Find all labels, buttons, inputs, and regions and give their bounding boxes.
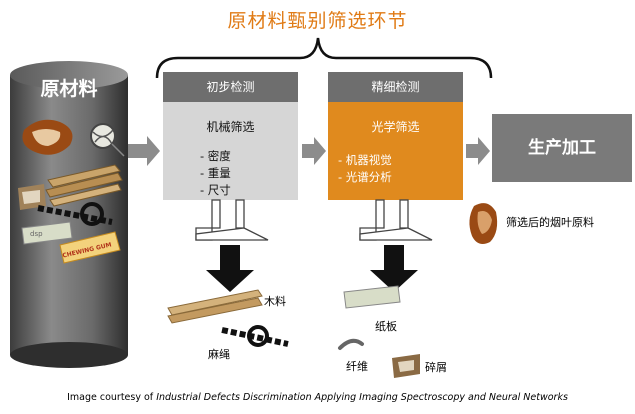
stage2-items: - 机器视觉 - 光谱分析	[338, 152, 392, 186]
reject-wood-label: 木料	[264, 295, 286, 308]
arrow-stage2-to-production	[466, 137, 490, 165]
rejected-wood-icon	[167, 289, 263, 324]
stage1-item: - 尺寸	[200, 183, 231, 197]
stage2-title: 光学筛选	[371, 120, 420, 134]
stage2-header: 精细检测	[371, 80, 420, 94]
twine-ball-icon	[90, 123, 125, 157]
image-caption: Image courtesy of Industrial Defects Dis…	[0, 392, 635, 403]
reject-debris-label: 碎屑	[425, 361, 447, 374]
debris-icon	[18, 184, 46, 210]
stage1-hopper	[195, 199, 269, 241]
leaf-sample-icon	[22, 119, 73, 155]
paper-scrap-icon: dsp	[21, 221, 73, 245]
stage2-hopper	[359, 199, 433, 241]
stage1-title: 机械筛选	[206, 120, 255, 134]
title-brace	[155, 37, 493, 79]
svg-text:dsp: dsp	[30, 230, 43, 238]
stage2-item: - 光谱分析	[338, 170, 392, 184]
rejected-rope-icon	[221, 325, 289, 347]
raw-material-label: 原材料	[40, 78, 98, 100]
gum-wrapper-icon	[59, 231, 121, 264]
stage1-down-arrow	[206, 245, 254, 292]
stage1-item: - 密度	[200, 149, 231, 163]
rejected-debris-icon	[392, 354, 420, 378]
reject-paper-label: 纸板	[375, 320, 397, 333]
wood-sticks-icon	[45, 164, 123, 207]
stage1-body	[163, 102, 298, 200]
stage1-item: - 重量	[200, 166, 231, 180]
rejected-paper-icon	[343, 285, 401, 309]
stage2-down-arrow	[370, 245, 418, 292]
reject-fiber-label: 纤维	[346, 360, 368, 373]
output-leaf-icon	[469, 203, 498, 244]
arrow-stage1-to-stage2	[302, 137, 326, 165]
output-label: 筛选后的烟叶原料	[506, 216, 594, 229]
stage2-header-bg	[328, 72, 463, 102]
caption-source: Industrial Defects Discrimination Applyi…	[156, 392, 568, 403]
stage2-body	[328, 102, 463, 200]
stage1-header: 初步检测	[206, 80, 255, 94]
arrow-raw-to-stage1	[128, 136, 160, 166]
stage1-items: - 密度 - 重量 - 尺寸	[200, 148, 231, 199]
diagram-title: 原材料甄别筛选环节	[227, 10, 408, 32]
caption-prefix: Image courtesy of	[67, 392, 154, 403]
production-box	[492, 114, 632, 182]
stage1-header-bg	[163, 72, 298, 102]
rejected-fiber-icon	[338, 338, 364, 350]
production-label: 生产加工	[528, 138, 596, 158]
stage2-item: - 机器视觉	[338, 153, 392, 167]
rope-icon	[37, 202, 113, 226]
reject-rope-label: 麻绳	[208, 348, 230, 361]
